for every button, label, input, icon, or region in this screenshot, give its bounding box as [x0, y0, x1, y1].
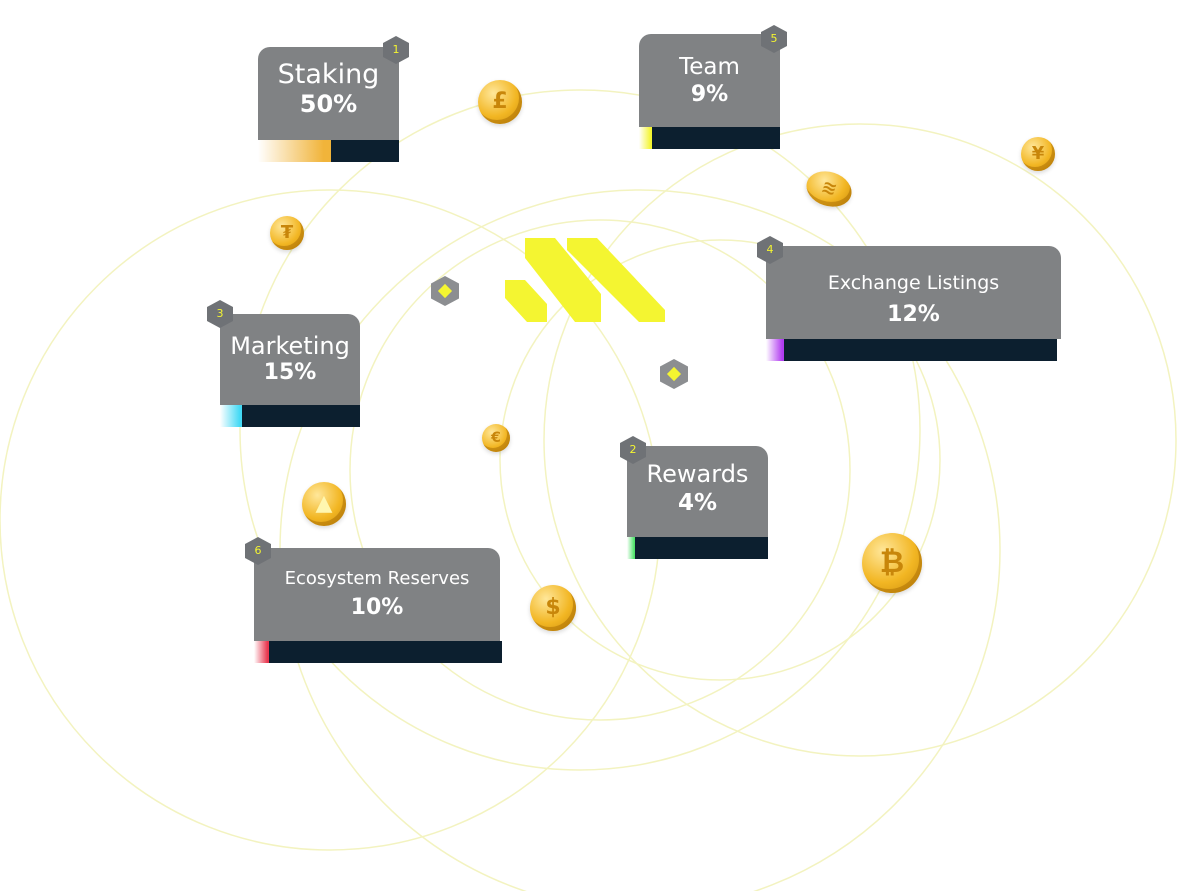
allocation-percent: 50%	[299, 90, 358, 118]
allocation-bar	[254, 641, 502, 663]
allocation-card-exchange-listings: Exchange Listings 12%	[766, 246, 1061, 361]
allocation-name: Staking	[277, 59, 380, 90]
allocation-bar	[639, 127, 780, 149]
index-badge: 6	[245, 537, 271, 565]
yen-coin-icon: ¥	[1021, 137, 1055, 171]
allocation-name: Rewards	[646, 460, 749, 488]
pound-coin-icon: £	[478, 80, 522, 124]
allocation-percent: 12%	[887, 302, 940, 327]
diamond-node-icon	[660, 359, 688, 389]
allocation-bar	[627, 537, 768, 559]
euro-coin-icon: €	[482, 424, 510, 452]
allocation-bar-fill	[254, 641, 269, 663]
allocation-card-marketing: Marketing 15%	[220, 314, 360, 427]
orbit-ring	[543, 123, 1177, 757]
allocation-bar-fill	[220, 405, 242, 427]
avalanche-coin-icon: ▲	[302, 482, 346, 526]
allocation-name: Marketing	[230, 332, 350, 360]
brand-logo-icon	[505, 238, 665, 322]
orbit-ring	[349, 219, 851, 721]
dollar-coin-icon: $	[530, 585, 576, 631]
allocation-card-ecosystem-reserves: Ecosystem Reserves 10%	[254, 548, 502, 663]
allocation-name: Exchange Listings	[827, 272, 1000, 294]
orbit-ring	[239, 89, 921, 771]
allocation-bar-fill	[639, 127, 652, 149]
allocation-percent: 15%	[263, 360, 317, 385]
allocation-bar-fill	[258, 140, 331, 162]
allocation-bar	[220, 405, 360, 427]
allocation-name: Ecosystem Reserves	[284, 568, 470, 589]
allocation-card-rewards: Rewards 4%	[627, 446, 768, 559]
index-badge: 1	[383, 36, 409, 64]
tether-coin-icon: ₮	[270, 216, 304, 250]
allocation-percent: 4%	[677, 490, 718, 516]
bitcoin-coin-icon: ₿	[862, 533, 922, 593]
orbit-ring	[499, 239, 941, 681]
allocation-bar-fill	[766, 339, 784, 361]
allocation-bar	[258, 140, 399, 162]
allocation-percent: 9%	[690, 82, 729, 107]
allocation-bar	[766, 339, 1057, 361]
allocation-percent: 10%	[350, 595, 404, 620]
allocation-card-team: Team 9%	[639, 34, 780, 149]
allocation-name: Team	[679, 54, 740, 80]
allocation-card-staking: Staking 50%	[258, 47, 399, 162]
allocation-bar-fill	[627, 537, 635, 559]
